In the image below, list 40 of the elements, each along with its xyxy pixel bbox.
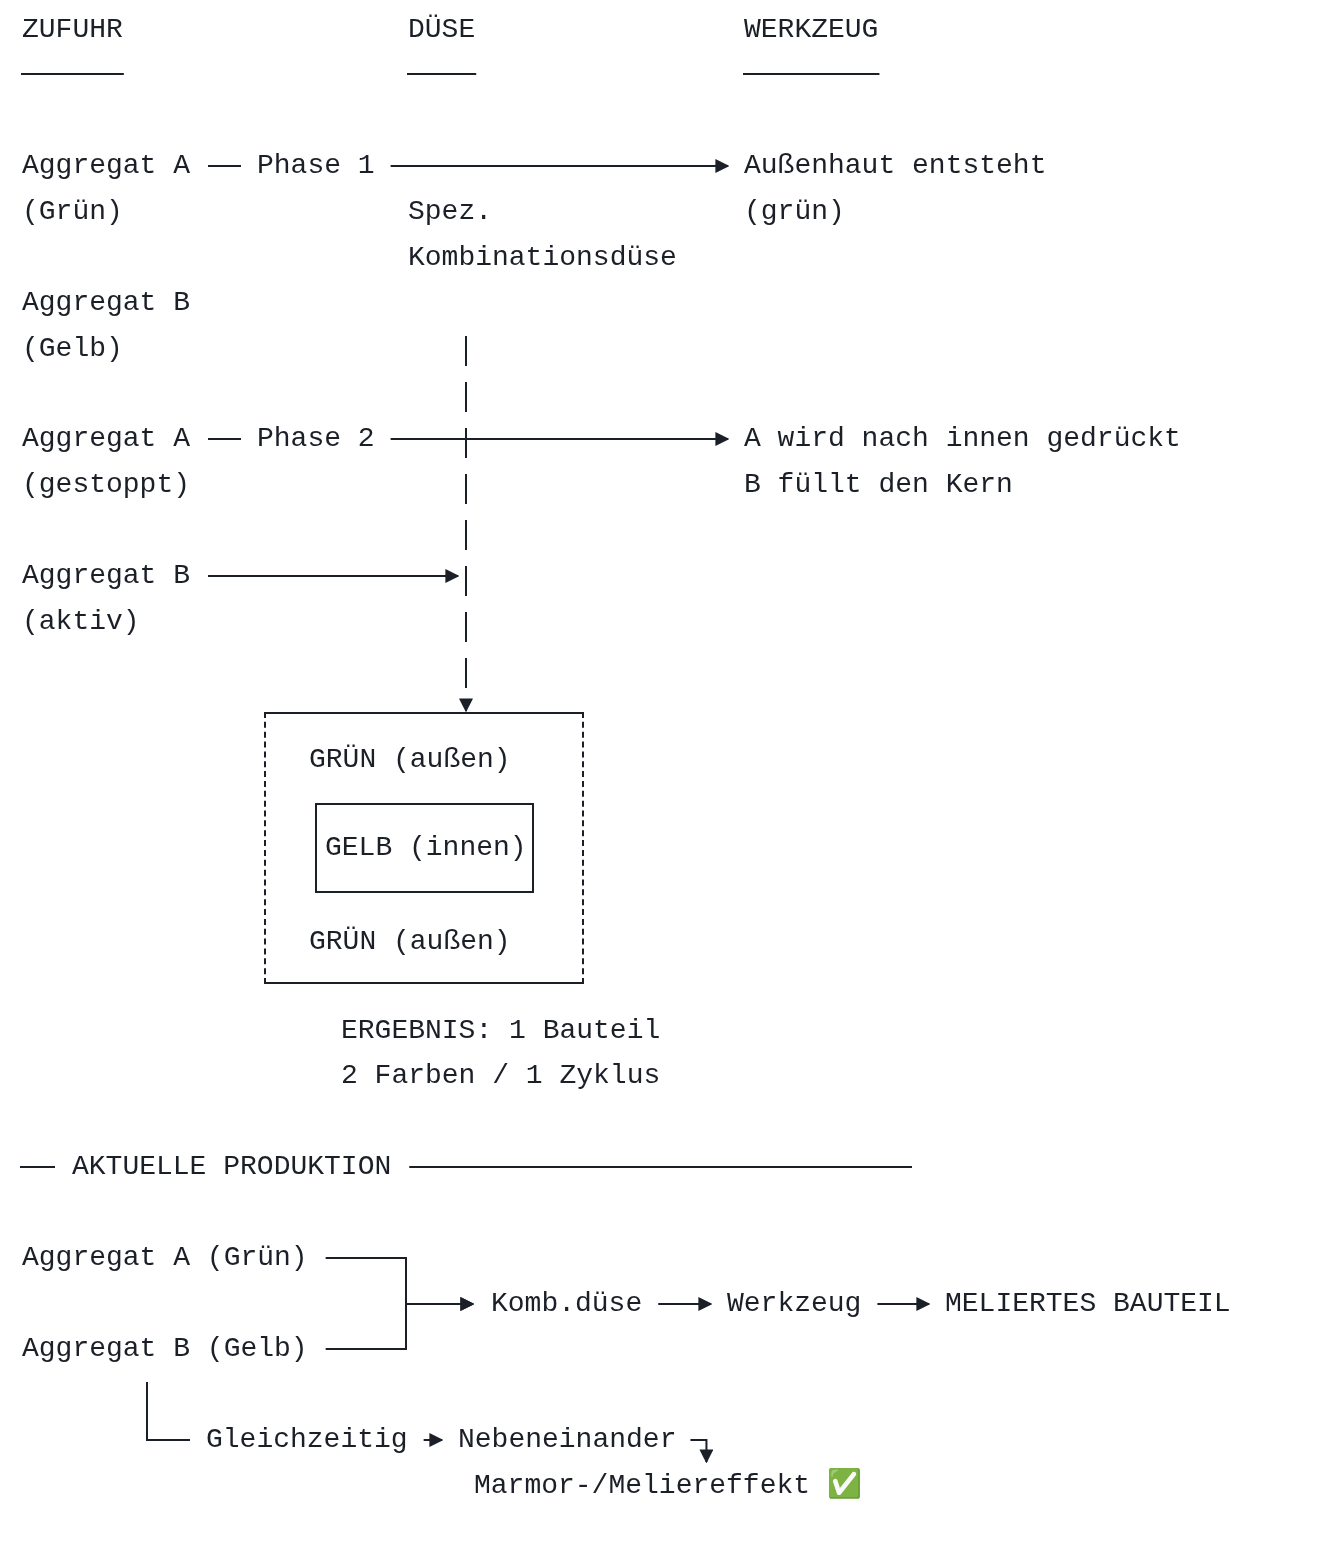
arrow: [459, 335, 473, 713]
layer-label: GRÜN (außen): [309, 925, 511, 959]
arrow: [657, 1297, 713, 1311]
layer-label: GRÜN (außen): [309, 743, 511, 777]
result-line: B füllt den Kern: [744, 468, 1014, 502]
arrow: [389, 159, 730, 173]
effect-label: Marmor-/Meliereffekt ✅: [474, 1463, 862, 1509]
unit-label: Aggregat A (Grün): [22, 1235, 308, 1281]
result-note: ERGEBNIS: 1 Bauteil: [341, 1014, 661, 1048]
phase-label: Phase 1: [257, 143, 375, 189]
step-label: Nebeneinander: [458, 1417, 677, 1463]
unit-label: Aggregat B (Gelb): [22, 1326, 308, 1372]
result-note: 2 Farben / 1 Zyklus: [341, 1059, 661, 1093]
outer-layer-box: [264, 712, 584, 984]
step-label: Gleichzeitig: [206, 1417, 408, 1463]
tool-label: Werkzeug: [727, 1281, 862, 1327]
arrow: [689, 1439, 714, 1464]
connector-line: [207, 438, 242, 440]
column-heading: DÜSE: [408, 13, 476, 47]
unit-label: Aggregat B (aktiv): [22, 553, 192, 645]
nozzle-label: Komb.düse: [491, 1281, 643, 1327]
phase-label: Phase 2: [257, 416, 375, 462]
product-label: MELIERTES BAUTEIL: [945, 1281, 1231, 1327]
unit-label: Aggregat B (Gelb): [22, 280, 192, 372]
arrow: [207, 569, 460, 583]
arrow: [422, 1433, 444, 1447]
result-label: Außenhaut entsteht (grün): [744, 143, 1066, 235]
arrow: [324, 1297, 475, 1350]
nozzle-label: Spez. Kombinationsdüse: [408, 189, 696, 281]
section-heading: AKTUELLE PRODUKTION: [72, 1150, 392, 1184]
inner-core-box: GELB (innen): [315, 803, 534, 893]
arrow: [876, 1297, 931, 1311]
connector-line: [146, 1381, 191, 1441]
arrow: [389, 432, 730, 446]
result-line: A wird nach innen gedrückt: [744, 422, 1181, 456]
column-heading: ZUFUHR: [22, 13, 123, 47]
unit-label: Aggregat A (Grün): [22, 143, 192, 235]
connector-line: [207, 165, 242, 167]
unit-label: Aggregat A (gestoppt): [22, 416, 192, 508]
column-heading: WERKZEUG: [744, 13, 879, 47]
